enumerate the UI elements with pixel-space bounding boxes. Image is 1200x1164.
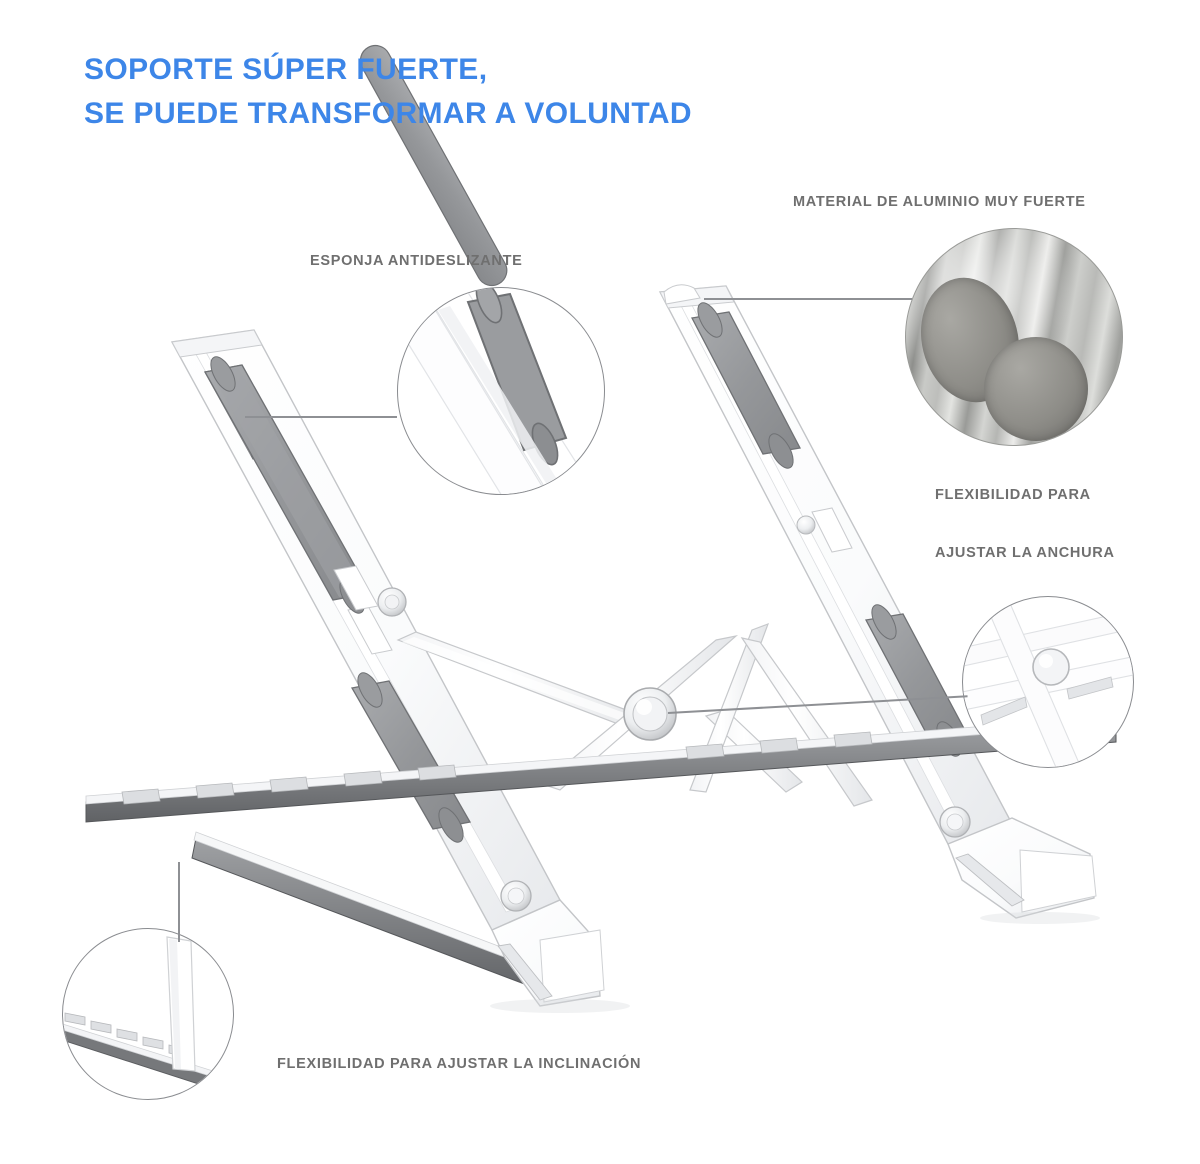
right-arm-sponge-pad [691,302,970,757]
front-lip-foot-right [939,806,1097,919]
leader-line-sponge [245,416,397,418]
label-anti-slip-sponge: ESPONJA ANTIDESLIZANTE [310,253,523,269]
left-arm-sponge-pad [203,356,372,614]
label-tilt-adjust: FLEXIBILIDAD PARA AJUSTAR LA INCLINACIÓN [277,1056,642,1072]
arm-hinge-knobs [333,565,407,617]
headline: SOPORTE SÚPER FUERTE, SE PUEDE TRANSFORM… [84,48,984,136]
width-adjust-callout-bubble [962,596,1134,768]
notched-base-rail [85,715,1117,823]
leader-line-tilt [178,862,180,942]
tilt-adjust-callout-bubble [62,928,234,1100]
label-width-adjust-line-1: FLEXIBILIDAD PARA [935,487,1091,503]
headline-line-2: SE PUEDE TRANSFORMAR A VOLUNTAD [84,97,692,130]
ground-shadow [490,912,1100,1013]
center-pivot-hinge [623,687,677,741]
leader-line-aluminium [704,298,912,300]
label-width-adjust-line-2: AJUSTAR LA ANCHURA [935,545,1115,561]
label-aluminium-material: MATERIAL DE ALUMINIO MUY FUERTE [793,194,1086,210]
front-lip-foot-left [491,880,605,1007]
aluminium-rod-right [984,337,1088,441]
headline-line-1: SOPORTE SÚPER FUERTE, [84,53,488,86]
aluminium-material-callout-bubble [905,228,1123,446]
anti-slip-sponge-callout-bubble [397,287,605,495]
